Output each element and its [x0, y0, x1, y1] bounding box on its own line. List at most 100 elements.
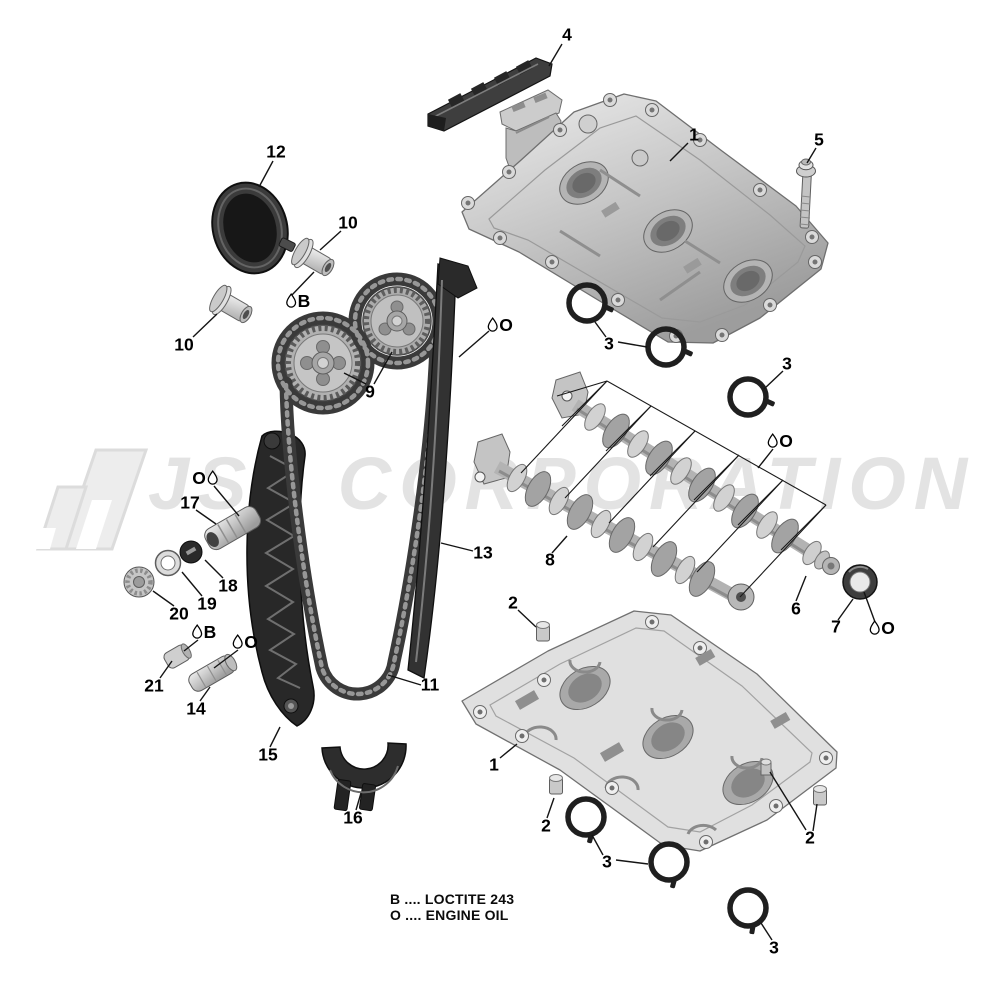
oil-drop-icon — [286, 293, 297, 308]
callout-label: 2 — [541, 815, 551, 836]
part-6-exhaust-camshaft — [551, 371, 840, 575]
legend-line-loctite: B .... LOCTITE 243 — [390, 891, 515, 907]
part-21-pin-small — [163, 643, 192, 669]
callout-1-1: 1 — [689, 126, 699, 144]
callout-label: 4 — [562, 24, 572, 45]
callout-label: 17 — [180, 492, 200, 513]
callout-label: 7 — [831, 616, 841, 637]
callout-label: 14 — [186, 698, 206, 719]
callout-O-23: O — [232, 634, 258, 652]
callout-B-5: B — [286, 291, 311, 312]
callout-label: 12 — [266, 141, 286, 162]
callout-12-3: 12 — [266, 143, 285, 161]
part-1-cam-cover-top — [461, 93, 829, 344]
callout-16-30: 16 — [343, 809, 362, 827]
callout-label: 1 — [489, 754, 499, 775]
cam-indicator-lines — [520, 380, 827, 598]
callout-label: O — [499, 315, 513, 336]
part-9-cam-sprockets — [284, 286, 432, 402]
callout-label: O — [779, 431, 793, 452]
part-19-washer — [154, 549, 182, 577]
callout-10-6: 10 — [174, 336, 193, 354]
callout-11-26: 11 — [421, 676, 440, 694]
callout-label: 3 — [602, 851, 612, 872]
callout-label: B — [203, 622, 217, 643]
callout-label: 18 — [218, 575, 238, 596]
callout-label: 10 — [174, 334, 194, 355]
part-12-sealing-cover — [211, 181, 296, 275]
callout-5-2: 5 — [814, 131, 824, 149]
callout-8-14: 8 — [545, 551, 555, 569]
callout-2-28: 2 — [508, 594, 518, 612]
part-4-cam-sensor-bracket — [427, 57, 553, 132]
callout-2-32: 2 — [805, 829, 815, 847]
callout-label: 15 — [258, 744, 278, 765]
callout-label: 19 — [197, 593, 217, 614]
callout-17-13: 17 — [180, 494, 199, 512]
callout-label: 2 — [805, 827, 815, 848]
callout-10-4: 10 — [338, 214, 357, 232]
callout-O-8: O — [487, 317, 513, 335]
callout-9-7: 9 — [365, 383, 375, 401]
callout-18-16: 18 — [218, 577, 237, 595]
callout-21-24: 21 — [144, 677, 163, 695]
callout-label: 20 — [169, 603, 189, 624]
callout-label: 6 — [791, 598, 801, 619]
callout-3-9: 3 — [604, 335, 614, 353]
callout-2-31: 2 — [541, 817, 551, 835]
part-5-flange-bolt — [796, 158, 816, 229]
part-20-tensioner-plug — [123, 566, 155, 598]
part-17-tensioner-piston — [204, 506, 262, 551]
oil-drop-icon — [207, 470, 218, 485]
legend: B .... LOCTITE 243 O .... ENGINE OIL — [390, 891, 514, 923]
part-14-dowel-sleeve — [188, 653, 238, 692]
callout-label: O — [244, 632, 258, 653]
callout-label: 16 — [343, 807, 363, 828]
part-13-chain-guide — [407, 257, 478, 679]
oil-drop-icon — [232, 634, 243, 649]
callout-label: 1 — [689, 124, 699, 145]
callout-label: 8 — [545, 549, 555, 570]
callout-O-12: O — [192, 470, 218, 488]
callout-B-22: B — [192, 622, 217, 643]
part-3-o-rings — [565, 282, 775, 935]
legend-line-engine-oil: O .... ENGINE OIL — [390, 907, 509, 923]
callout-1-29: 1 — [489, 756, 499, 774]
callout-4-0: 4 — [562, 26, 572, 44]
callout-6-19: 6 — [791, 600, 801, 618]
callout-label: 9 — [365, 381, 375, 402]
oil-drop-icon — [767, 433, 778, 448]
part-1-cam-carrier-bottom — [461, 610, 838, 852]
watermark-logo — [32, 448, 149, 551]
part-8-intake-camshaft — [473, 433, 755, 611]
callout-label: O — [192, 468, 206, 489]
callout-3-10: 3 — [782, 355, 792, 373]
callout-7-20: 7 — [831, 618, 841, 636]
callout-3-34: 3 — [769, 939, 779, 957]
callout-19-17: 19 — [197, 595, 216, 613]
callout-label: O — [881, 618, 895, 639]
callout-label: 3 — [782, 353, 792, 374]
part-7-oil-seal — [842, 564, 878, 600]
callout-15-27: 15 — [258, 746, 277, 764]
callout-label: 3 — [769, 937, 779, 958]
callout-label: 10 — [338, 212, 358, 233]
oil-drop-icon — [487, 317, 498, 332]
part-11-timing-chain — [271, 272, 446, 701]
callout-label: 2 — [508, 592, 518, 613]
callout-label: 11 — [420, 674, 440, 695]
callout-O-21: O — [869, 620, 895, 638]
part-16-lower-chain-guide — [321, 742, 407, 812]
leader-lines — [152, 43, 876, 941]
callout-13-15: 13 — [473, 544, 492, 562]
callout-label: 13 — [473, 542, 493, 563]
part-10-bushing-lower — [209, 284, 253, 324]
part-18-seal-ring — [179, 540, 203, 564]
callout-label: 5 — [814, 129, 824, 150]
oil-drop-icon — [869, 620, 880, 635]
callout-label: B — [297, 291, 311, 312]
callout-label: 21 — [144, 675, 164, 696]
callout-O-11: O — [767, 433, 793, 451]
